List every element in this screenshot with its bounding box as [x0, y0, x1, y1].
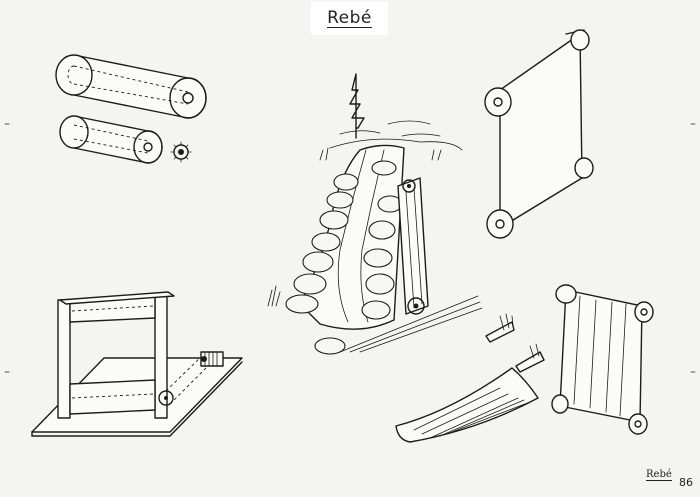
title-label: Rebé — [311, 2, 388, 35]
artist-signature: Rebé — [646, 469, 672, 481]
wood-pieces — [485, 313, 545, 373]
page-number: 86 — [679, 476, 693, 489]
unrolled-mat — [395, 367, 539, 443]
large-roller — [55, 54, 207, 119]
roller-machine — [31, 291, 243, 437]
gear-icon — [170, 141, 192, 163]
rolled-sheet — [484, 29, 594, 239]
rolled-mat — [551, 284, 654, 435]
small-roller — [59, 115, 163, 164]
page-title: Rebé — [327, 7, 372, 28]
margin-marks — [4, 123, 696, 373]
hillside-conveyor — [267, 73, 483, 355]
